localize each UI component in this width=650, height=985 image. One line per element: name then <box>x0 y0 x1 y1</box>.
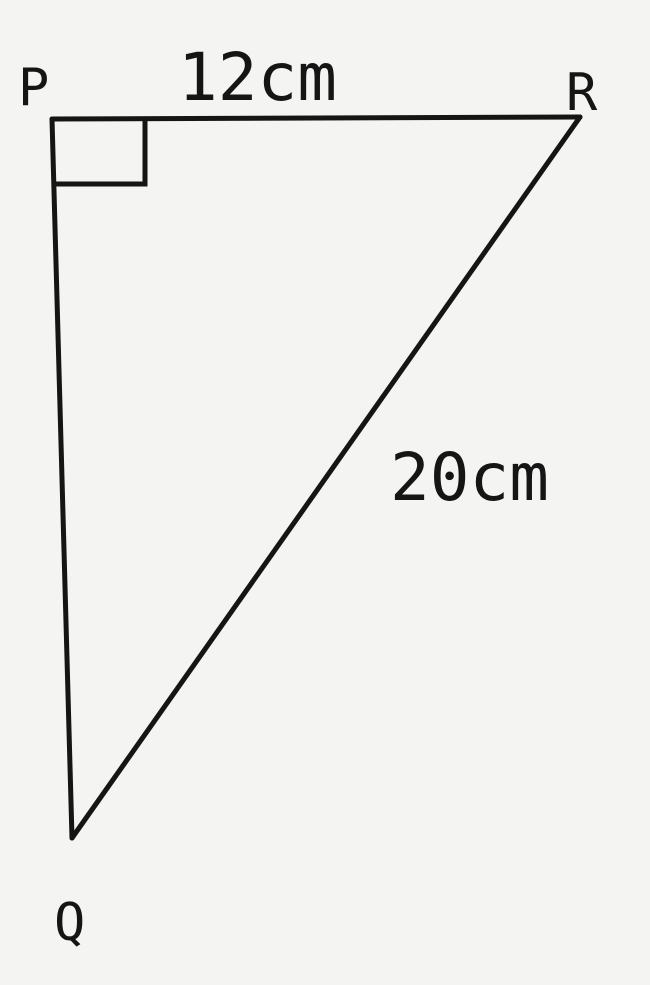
side-rq <box>69 114 583 841</box>
vertex-label-r: R <box>566 63 598 123</box>
side-pq <box>49 116 75 841</box>
side-pr <box>49 114 583 122</box>
vertex-label-p: P <box>18 58 49 118</box>
length-label-pr: 12cm <box>178 39 337 116</box>
vertex-label-q: Q <box>54 893 85 953</box>
length-label-rq: 20cm <box>390 439 549 516</box>
right-angle-marker <box>55 120 148 187</box>
